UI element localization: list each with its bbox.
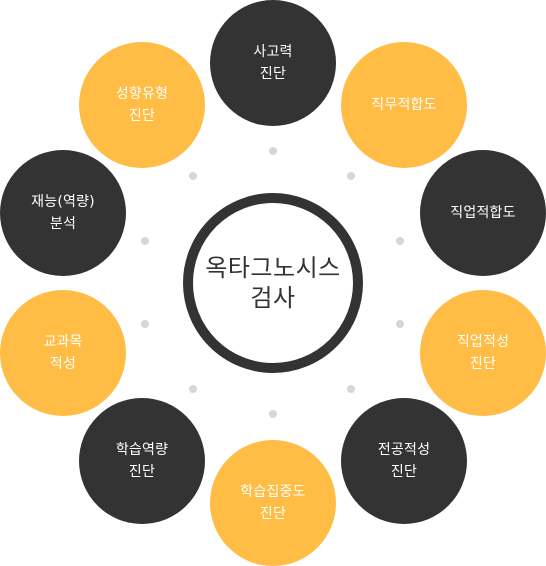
connector-dot-6: [269, 410, 277, 418]
node-job-fit[interactable]: 직무적합도: [341, 42, 467, 168]
center-hub-octagnosis-test: 옥타그노시스 검사: [183, 193, 363, 373]
node-career-fit[interactable]: 직업적합도: [420, 150, 546, 276]
node-major-aptitude[interactable]: 전공적성 진단: [341, 398, 467, 524]
node-label: 학습집중도 진단: [240, 484, 306, 522]
node-label: 사고력 진단: [253, 44, 293, 82]
node-subject-aptitude[interactable]: 교과목 적성: [0, 290, 126, 416]
connector-dot-5: [347, 385, 355, 393]
node-thinking-ability[interactable]: 사고력 진단: [210, 0, 336, 126]
node-label: 직업적합도: [450, 205, 516, 221]
node-career-aptitude[interactable]: 직업적성 진단: [420, 290, 546, 416]
node-label: 학습역량 진단: [115, 442, 169, 480]
connector-dot-2: [347, 172, 355, 180]
connector-dot-8: [141, 320, 149, 328]
node-label: 성향유형 진단: [115, 86, 169, 124]
connector-dot-7: [189, 385, 197, 393]
connector-dot-10: [189, 172, 197, 180]
node-label: 직무적합도: [371, 97, 437, 113]
node-talent-analysis[interactable]: 재능(역량) 분석: [0, 150, 126, 276]
connector-dot-9: [141, 237, 149, 245]
node-personality-type[interactable]: 성향유형 진단: [79, 42, 205, 168]
node-learning-concentration[interactable]: 학습집중도 진단: [210, 440, 336, 566]
connector-dot-4: [396, 320, 404, 328]
connector-dot-3: [396, 237, 404, 245]
node-label: 전공적성 진단: [377, 442, 431, 480]
center-hub-label: 옥타그노시스 검사: [205, 254, 341, 312]
node-learning-competency[interactable]: 학습역량 진단: [79, 398, 205, 524]
node-label: 재능(역량) 분석: [31, 194, 95, 232]
connector-dot-1: [269, 147, 277, 155]
node-label: 교과목 적성: [43, 334, 83, 372]
node-label: 직업적성 진단: [456, 334, 510, 372]
